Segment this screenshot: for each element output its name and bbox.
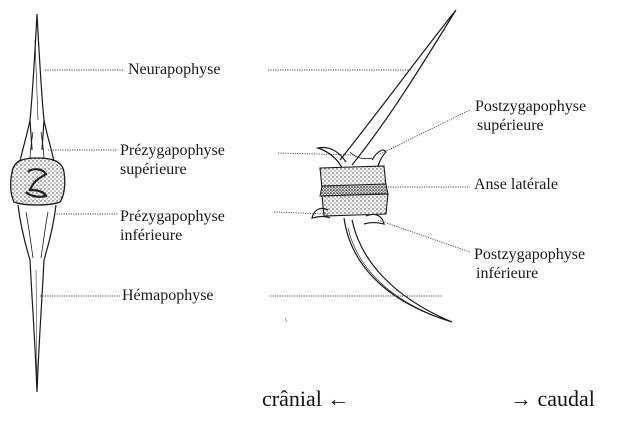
label-prezygapophyse-inferieure: Prézygapophyse inférieure <box>120 207 225 245</box>
vertebra-lateral-view <box>285 10 456 322</box>
lateral-neural-spine <box>340 10 456 165</box>
lateral-haemal-spine <box>344 218 452 322</box>
leader-prezi-right <box>274 212 328 214</box>
label-postzygapophyse-superieure-line1: Postzygapophyse <box>475 97 586 116</box>
label-postzygapophyse-inferieure-line2: inférieure <box>476 264 585 283</box>
label-postzygapophyse-superieure-line2: supérieure <box>477 116 586 135</box>
label-hemapophyse-text: Hémapophyse <box>122 286 214 305</box>
neural-arch <box>20 120 54 162</box>
leader-postzi <box>378 220 470 252</box>
label-postzygapophyse-inferieure-line1: Postzygapophyse <box>474 245 585 264</box>
label-anse-laterale: Anse latérale <box>474 175 558 194</box>
label-anse-laterale-text: Anse latérale <box>474 175 558 194</box>
leader-prezs-right <box>278 153 355 155</box>
leader-postzs <box>380 110 470 154</box>
leader-lines <box>40 70 470 296</box>
label-prezygapophyse-superieure-line2: supérieure <box>120 160 225 179</box>
centrum-front <box>11 158 65 205</box>
haemal-arch <box>18 205 56 260</box>
label-prezygapophyse-superieure: Prézygapophyse supérieure <box>120 141 225 179</box>
neural-spine <box>30 14 44 150</box>
label-postzygapophyse-superieure: Postzygapophyse supérieure <box>475 97 586 135</box>
direction-caudal: → caudal <box>510 386 595 412</box>
label-neurapophyse: Neurapophyse <box>128 60 220 79</box>
label-prezygapophyse-inferieure-line2: inférieure <box>120 226 225 245</box>
direction-cranial: crânial ← <box>262 386 349 412</box>
vertebra-front-view <box>11 14 65 392</box>
label-prezygapophyse-superieure-line1: Prézygapophyse <box>120 141 225 160</box>
label-prezygapophyse-inferieure-line1: Prézygapophyse <box>120 207 225 226</box>
label-hemapophyse: Hémapophyse <box>122 286 214 305</box>
label-postzygapophyse-inferieure: Postzygapophyse inférieure <box>474 245 585 283</box>
label-neurapophyse-text: Neurapophyse <box>128 60 220 79</box>
